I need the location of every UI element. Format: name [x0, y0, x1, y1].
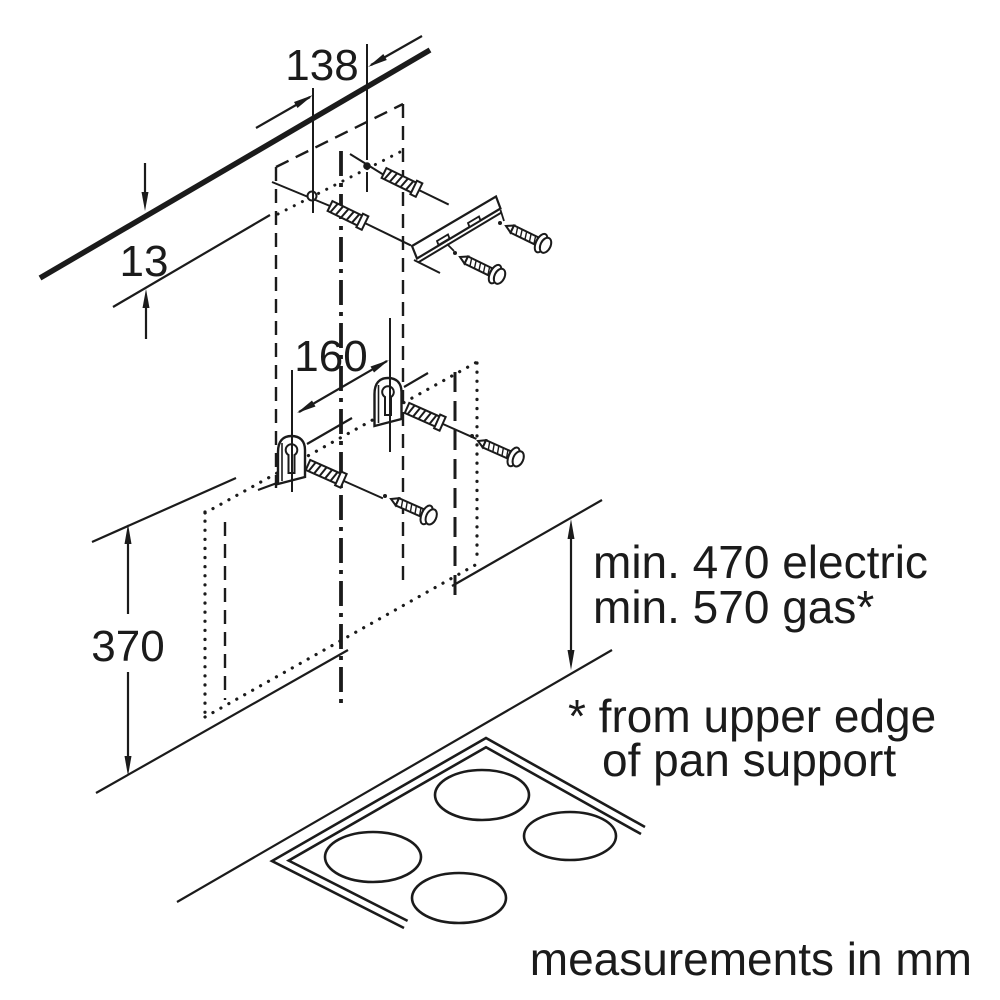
dimension-min-clearance: min. 470 electric min. 570 gas* — [567, 519, 928, 670]
screw-tip-dot — [383, 494, 387, 498]
ceiling-edge-line — [38, 47, 432, 281]
mount-line-segment — [306, 417, 353, 445]
countertop-edge-line — [176, 649, 613, 903]
hood-dotted-top-edge — [203, 360, 479, 515]
arrowhead — [368, 54, 387, 67]
wall-reference-lines — [38, 47, 613, 903]
hole-axis-line — [271, 181, 331, 207]
arrowhead — [294, 95, 313, 108]
mount-line-segment — [403, 372, 429, 388]
rail-body — [410, 194, 502, 261]
screw-tip-dot — [498, 221, 502, 225]
hob — [269, 736, 646, 930]
screw — [504, 224, 553, 254]
wall-plug — [326, 199, 412, 247]
arrowhead — [124, 756, 132, 776]
dimension-160-label: 160 — [294, 332, 367, 381]
wall-plug — [304, 458, 384, 500]
hob-inner-border — [285, 745, 642, 923]
ceiling-offset-line — [112, 214, 271, 308]
duct-dashed-top-edge — [275, 102, 404, 169]
rail-slot — [466, 215, 482, 229]
hob-outer-border — [269, 736, 646, 930]
mounting-brackets — [276, 376, 403, 486]
dimension-138: 138 — [255, 35, 423, 213]
arrowhead — [567, 519, 575, 539]
rail-slot — [435, 233, 451, 247]
mount-line-segment — [257, 481, 278, 492]
clearance-electric-label: min. 470 electric — [593, 536, 928, 588]
arrowhead — [142, 289, 150, 308]
dimension-13: 13 — [120, 163, 169, 339]
arrowhead — [567, 650, 575, 670]
units-note: measurements in mm — [530, 933, 972, 985]
dimension-370: 370 — [91, 524, 165, 776]
mounting-rail — [410, 194, 505, 274]
burner — [433, 768, 531, 822]
wall-band-bottom-line — [95, 649, 349, 794]
arrowhead — [297, 400, 316, 413]
footnote-line-2: of pan support — [602, 734, 896, 786]
hidden-outline-lines — [203, 102, 479, 719]
rail-thickness-line — [417, 211, 503, 264]
rail-foot-line — [413, 259, 441, 274]
mounting-bracket-right — [373, 376, 403, 428]
annotations: * from upper edge of pan support measure… — [530, 690, 972, 985]
wall-plugs — [304, 166, 477, 500]
dimension-160: 160 — [291, 318, 391, 492]
clearance-gas-label: min. 570 gas* — [593, 581, 874, 633]
dimension-13-label: 13 — [120, 237, 169, 286]
wall-band-top-line — [91, 476, 237, 544]
wall-plug — [380, 166, 450, 206]
rail-screw-guide — [499, 209, 505, 222]
footnote-line-1: * from upper edge — [568, 690, 936, 742]
dimension-138-label: 138 — [285, 41, 358, 90]
arrowhead — [124, 524, 132, 544]
screw — [476, 438, 525, 468]
burner — [323, 830, 423, 884]
dimension-370-label: 370 — [91, 622, 164, 671]
burner — [522, 810, 618, 862]
arrowhead — [370, 360, 389, 373]
hood-bottom-tick-line — [451, 499, 603, 587]
rail-screw-guide — [446, 243, 455, 252]
screw-tip-dot — [453, 251, 457, 255]
hood-dotted-bottom-edge — [203, 562, 479, 719]
arrowhead — [141, 192, 149, 211]
burner — [410, 871, 508, 925]
drill-hole-right — [363, 162, 371, 170]
screw-tip-dot — [470, 434, 474, 438]
wall-plug — [403, 401, 477, 440]
screws — [383, 221, 553, 526]
screw — [458, 255, 507, 285]
screw — [389, 496, 438, 526]
